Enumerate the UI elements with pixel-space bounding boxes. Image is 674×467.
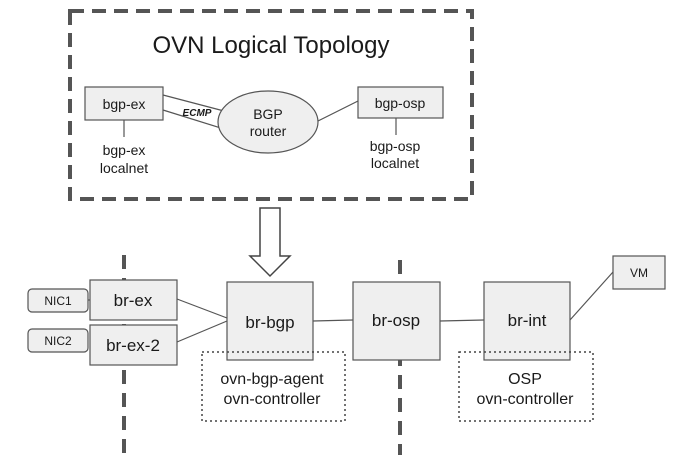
router-label-line2: router [250,123,287,139]
link-brbgp-brosp [312,319,354,322]
vm-box [612,255,666,290]
bgp-agent-line2: ovn-controller [224,391,322,408]
link-bgpex-router-top [162,94,225,112]
br-osp-bridge [352,281,441,361]
bgp-agent-box [201,351,346,422]
link-brex-brbgp [176,298,228,319]
link-bgpex-router-bottom [162,109,225,130]
bgp-router [217,90,319,154]
link-brint-vm [569,271,614,321]
osp-controller-box [458,351,594,422]
link-router-bgposp [317,100,359,122]
bgp-ex-switch [84,86,164,121]
topology-title: OVN Logical Topology [152,32,389,59]
br-bgp-label: br-bgp [245,313,294,332]
vm-label: VM [630,266,648,280]
bgp-osp-label: bgp-osp [375,95,426,111]
link-brex2-brbgp [176,320,228,343]
nic2 [27,328,89,353]
link-brosp-brint [439,319,485,322]
bgp-osp-localnet-line2: localnet [371,155,419,171]
br-int-bridge [483,281,571,361]
bgp-ex-localnet-line2: localnet [100,160,148,176]
bgp-agent-line1: ovn-bgp-agent [220,371,324,388]
br-ex-2-bridge [89,324,178,366]
osp-line1: OSP [508,371,542,388]
down-arrow-icon [248,207,292,278]
bgp-ex-label: bgp-ex [103,96,146,112]
bgp-osp-switch [357,86,444,119]
br-ex-bridge [89,279,178,321]
osp-line2: ovn-controller [477,391,575,408]
nic1-label: NIC1 [44,294,72,308]
br-ex-2-label: br-ex-2 [106,336,160,355]
br-ex-label: br-ex [114,291,153,310]
br-osp-label: br-osp [372,311,420,330]
logical-topology-frame [68,9,474,201]
nic2-label: NIC2 [44,334,72,348]
nic1 [27,288,89,313]
br-bgp-bridge [226,281,314,361]
bgp-osp-localnet-line1: bgp-osp [370,138,421,154]
ecmp-label: ECMP [183,108,212,119]
br-int-label: br-int [508,311,547,330]
bgp-ex-localnet-line1: bgp-ex [103,142,146,158]
router-label-line1: BGP [253,106,283,122]
